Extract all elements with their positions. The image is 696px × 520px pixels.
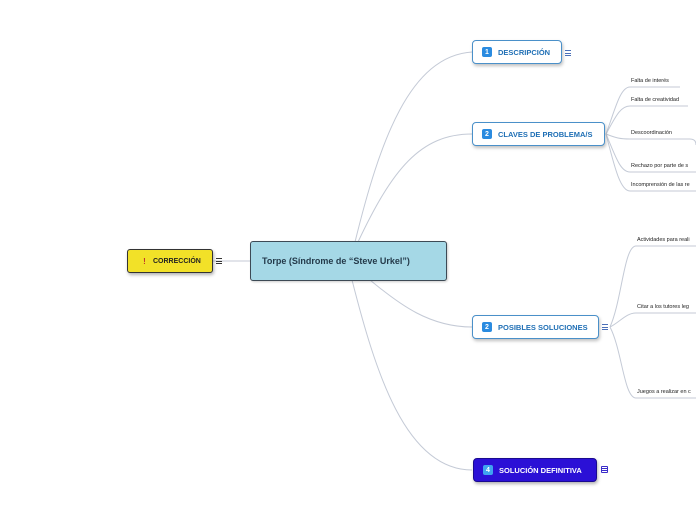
- central-topic-title: Torpe (Síndrome de “Steve Urkel”): [262, 255, 410, 266]
- connector-definitiva: [351, 279, 473, 471]
- claves-item[interactable]: Rechazo por parte de s: [631, 163, 689, 169]
- descripcion-notes-icon[interactable]: [565, 50, 571, 56]
- connector-claves-1: [605, 86, 680, 135]
- soluciones-notes-icon[interactable]: [602, 324, 608, 330]
- topic-number-badge: 2: [482, 322, 492, 332]
- connector-claves-3: [605, 133, 696, 146]
- definitiva-notes-icon[interactable]: [601, 466, 608, 473]
- connector-posibles: [369, 279, 473, 328]
- connector-claves-4: [605, 133, 696, 173]
- topic-claves[interactable]: 2 CLAVES DE PROBLEMA/S: [472, 122, 605, 146]
- topic-solucion-definitiva[interactable]: 4 SOLUCIÓN DEFINITIVA: [473, 458, 597, 482]
- exclamation-icon: !: [143, 256, 146, 266]
- connector-descripcion: [354, 51, 473, 243]
- topic-number-badge: 1: [482, 47, 492, 57]
- correction-label: CORRECCIÓN: [153, 257, 201, 265]
- central-topic[interactable]: Torpe (Síndrome de “Steve Urkel”): [250, 241, 447, 281]
- topic-number-badge: 2: [482, 129, 492, 139]
- connector-claves-5: [605, 133, 696, 192]
- topic-descripcion[interactable]: 1 DESCRIPCIÓN: [472, 40, 562, 64]
- topic-label: CLAVES DE PROBLEMA/S: [498, 129, 593, 139]
- connector-claves: [357, 133, 473, 243]
- topic-label: POSIBLES SOLUCIONES: [498, 322, 588, 332]
- correction-notes-icon[interactable]: [216, 258, 222, 264]
- connector-soluciones-3: [609, 326, 696, 399]
- topic-label: SOLUCIÓN DEFINITIVA: [499, 465, 582, 475]
- claves-item[interactable]: Incomprensión de las re: [631, 182, 690, 188]
- connector-soluciones-1: [609, 245, 696, 328]
- connector-soluciones-2: [609, 312, 696, 328]
- soluciones-item[interactable]: Juegos a realizar en c: [637, 389, 691, 395]
- topic-posibles-soluciones[interactable]: 2 POSIBLES SOLUCIONES: [472, 315, 599, 339]
- claves-item[interactable]: Falta de creatividad: [631, 97, 679, 103]
- correction-node[interactable]: ! CORRECCIÓN: [127, 249, 213, 273]
- soluciones-item[interactable]: Citar a los tutores leg: [637, 304, 689, 310]
- connector-claves-2: [605, 105, 688, 135]
- topic-label: DESCRIPCIÓN: [498, 47, 551, 57]
- claves-item[interactable]: Falta de interés: [631, 78, 669, 84]
- claves-item[interactable]: Descoordinación: [631, 130, 672, 136]
- topic-number-badge: 4: [483, 465, 493, 475]
- soluciones-item[interactable]: Actividades para reali: [637, 237, 690, 243]
